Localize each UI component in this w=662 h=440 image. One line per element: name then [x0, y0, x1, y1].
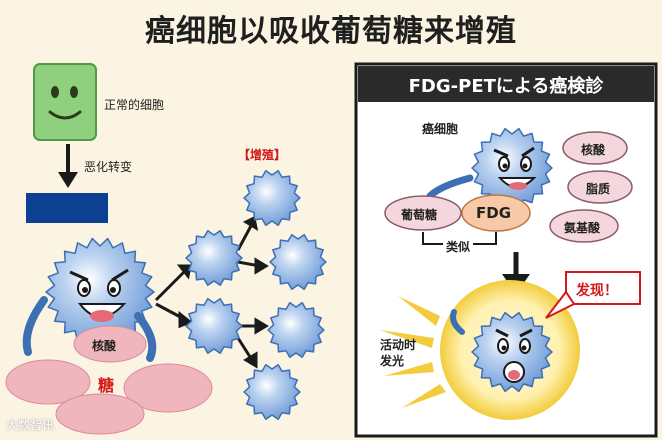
daughter-cell-5 — [268, 303, 324, 358]
panel-title: FDG-PETによる癌検診 — [358, 72, 654, 98]
daughter-cell-3 — [270, 235, 326, 290]
normal-cell-icon — [34, 64, 96, 140]
daughter-cell-4 — [186, 299, 242, 354]
daughter-cell-6 — [244, 365, 300, 420]
transform-arrow-head — [58, 172, 78, 188]
glucose-label: 葡萄糖 — [401, 206, 437, 223]
cell-arm-left — [27, 300, 44, 352]
fdg-label: FDG — [476, 204, 511, 222]
active-label-line1: 活动时 — [380, 336, 416, 353]
panel-nucleic-acid-label: 核酸 — [581, 141, 605, 158]
cancer-cell-label: 癌细胞 — [422, 120, 458, 137]
amino-acid-label: 氨基酸 — [564, 219, 600, 236]
normal-cell-label: 正常的细胞 — [104, 96, 164, 113]
transform-label: 恶化转变 — [84, 158, 132, 175]
proliferation-label: 【增殖】 — [238, 146, 286, 163]
similar-label: 类似 — [443, 238, 473, 255]
lipid-label: 脂质 — [586, 180, 610, 197]
nucleic-acid-label: 核酸 — [92, 337, 116, 354]
page-title: 癌细胞以吸收葡萄糖来增殖 — [0, 6, 662, 50]
active-label-line2: 发光 — [380, 352, 404, 369]
daughter-cell-2 — [186, 231, 242, 286]
blue-block — [26, 193, 108, 223]
watermark: 大数智讯 — [6, 416, 54, 433]
sugar-label: 糖 — [98, 372, 114, 396]
sugar-blob-3 — [56, 394, 144, 434]
found-label: 发现！ — [576, 280, 618, 300]
daughter-cell-1 — [244, 171, 300, 226]
